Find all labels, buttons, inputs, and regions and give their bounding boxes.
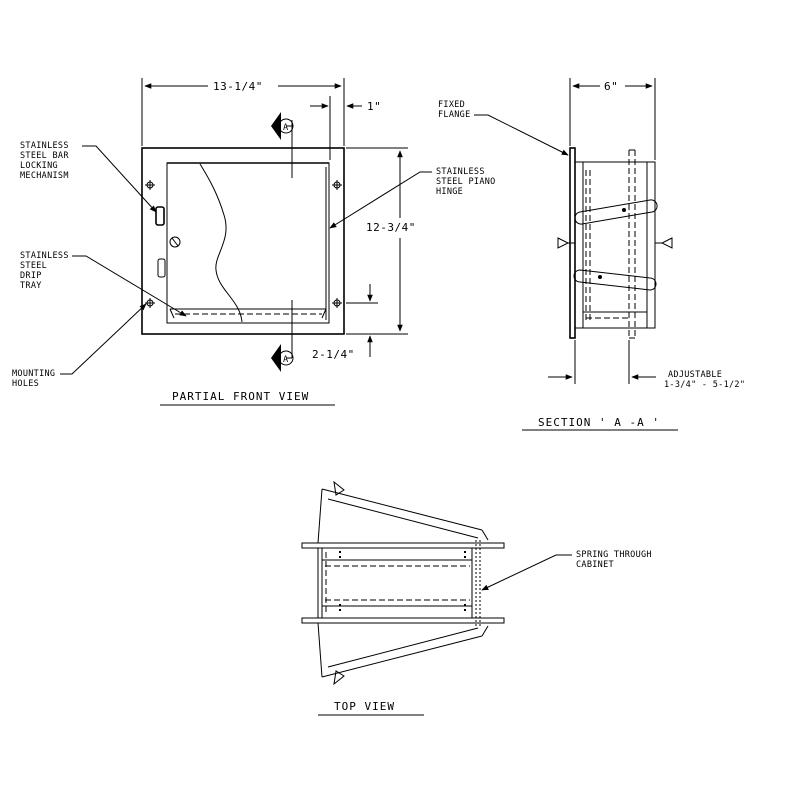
front-flange-outline: [141, 147, 345, 335]
break-line: [199, 163, 243, 323]
section-marker-bottom-label: A: [283, 355, 288, 365]
dim-adjustable: ADJUSTABLE 1-3/4" - 5-1/2": [548, 340, 745, 390]
dim-height: 12-3/4": [346, 147, 416, 335]
spring-hinge: [475, 540, 481, 626]
locking-mechanism: [155, 206, 181, 278]
drip-tray: [169, 308, 327, 319]
callout-mount-line-1: MOUNTING: [12, 369, 55, 379]
open-door-lower: [317, 622, 489, 686]
section-body: [574, 161, 656, 329]
mounting-hole: [332, 180, 342, 190]
callout-spring: SPRING THROUGH CABINET: [481, 550, 652, 591]
callout-flange-line-1: FIXED: [438, 100, 465, 110]
dim-depth: 6": [569, 78, 656, 160]
dim-offset-bottom-label: 2-1/4": [312, 348, 355, 361]
callout-drip: STAINLESS STEEL DRIP TRAY: [20, 251, 187, 317]
top-flange-lower: [301, 617, 505, 624]
top-flange-upper: [301, 542, 505, 549]
callout-mount-line-2: HOLES: [12, 379, 39, 389]
section-marker-bottom: A: [271, 300, 294, 372]
callout-lock-line-4: MECHANISM: [20, 171, 69, 181]
callout-hinge: STAINLESS STEEL PIANO HINGE: [329, 167, 496, 229]
section-view-title: SECTION ' A -A ': [538, 416, 660, 429]
section-marker-top-label: A: [283, 123, 288, 133]
callout-flange: FIXED FLANGE: [438, 100, 569, 156]
callout-lock-line-1: STAINLESS: [20, 141, 69, 151]
top-screws: [339, 551, 466, 611]
callout-lock-line-3: LOCKING: [20, 161, 58, 171]
front-view-title: PARTIAL FRONT VIEW: [172, 390, 309, 403]
callout-hinge-line-3: HINGE: [436, 187, 463, 197]
callout-mount: MOUNTING HOLES: [12, 303, 147, 389]
callout-flange-line-2: FLANGE: [438, 110, 471, 120]
front-view: A A 13-1/4" 1": [12, 78, 496, 406]
dim-height-label: 12-3/4": [366, 221, 416, 234]
dim-offset-top: 1": [310, 96, 381, 160]
mounting-hole: [332, 298, 342, 308]
dim-offset-top-label: 1": [367, 100, 381, 113]
adjust-bracket-upper: [574, 199, 658, 225]
callout-hinge-line-1: STAINLESS: [436, 167, 485, 177]
dim-width: 13-1/4": [141, 78, 345, 146]
adjust-bracket-lower: [573, 269, 657, 291]
top-view-title: TOP VIEW: [334, 700, 395, 713]
callout-adjust-line-2: 1-3/4" - 5-1/2": [664, 380, 745, 390]
section-marker-top: A: [271, 112, 294, 178]
callout-spring-line-1: SPRING THROUGH: [576, 550, 652, 560]
callout-adjust-line-1: ADJUSTABLE: [668, 370, 722, 380]
callout-drip-line-2: STEEL: [20, 261, 47, 271]
section-view: 6" ADJUSTABLE 1-3/4" - 5-1/2" FIXED FLAN…: [438, 78, 745, 431]
callout-drip-line-1: STAINLESS: [20, 251, 69, 261]
front-door-outline: [166, 162, 330, 324]
callout-drip-line-4: TRAY: [20, 281, 42, 291]
wing-nut-left: [557, 237, 575, 249]
mounting-hole: [145, 298, 155, 308]
dim-depth-label: 6": [604, 80, 618, 93]
callout-spring-line-2: CABINET: [576, 560, 614, 570]
wing-nut-right: [655, 237, 673, 249]
mounting-holes: [145, 180, 342, 308]
dim-width-label: 13-1/4": [213, 80, 263, 93]
callout-lock-line-2: STEEL BAR: [20, 151, 69, 161]
open-door-upper: [317, 480, 489, 544]
top-view: SPRING THROUGH CABINET TOP VIEW: [301, 480, 652, 716]
callout-lock: STAINLESS STEEL BAR LOCKING MECHANISM: [20, 141, 157, 213]
mounting-hole: [145, 180, 155, 190]
dim-offset-bottom: 2-1/4": [312, 284, 378, 361]
callout-drip-line-3: DRIP: [20, 271, 42, 281]
callout-hinge-line-2: STEEL PIANO: [436, 177, 496, 187]
piano-hinge: [325, 167, 330, 320]
